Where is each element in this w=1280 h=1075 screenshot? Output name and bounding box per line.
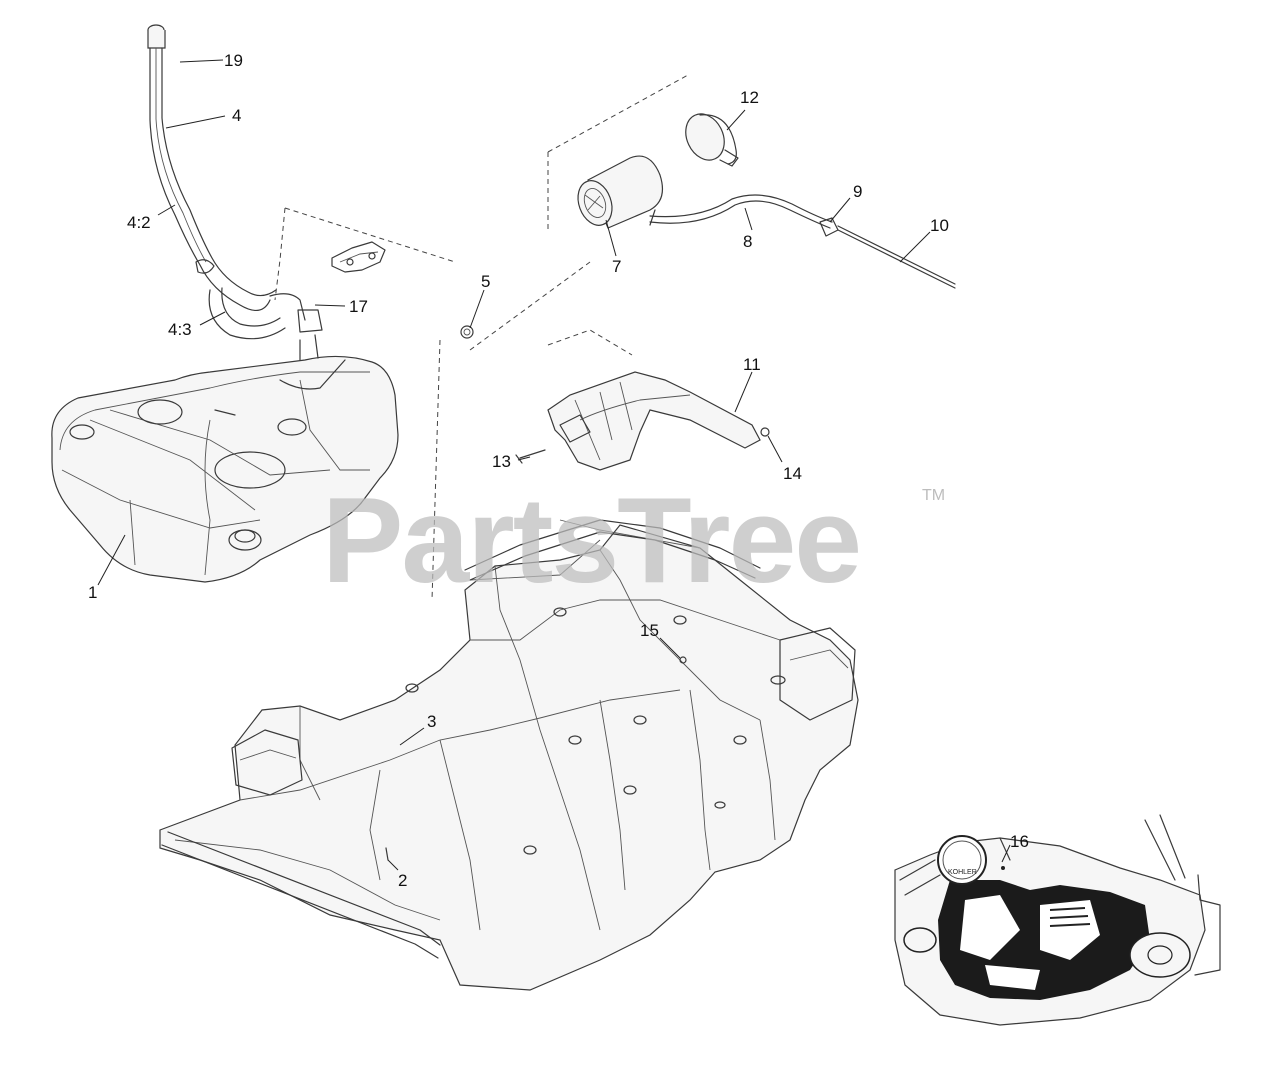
callout-17: 17 [349, 297, 368, 316]
frame-pin [385, 847, 389, 861]
canister-band [685, 113, 739, 167]
callout-14: 14 [783, 464, 802, 483]
fuel-tank [51, 309, 399, 583]
callout-10: 10 [930, 216, 949, 235]
callout-15: 15 [640, 621, 659, 640]
callout-2: 2 [398, 871, 407, 890]
callout-4-3: 4:3 [168, 320, 192, 339]
callout-13: 13 [492, 452, 511, 471]
callout-11: 11 [743, 355, 761, 374]
callout-4-2: 4:2 [127, 213, 151, 232]
callout-9: 9 [853, 182, 862, 201]
callout-16: 16 [1010, 832, 1029, 851]
callout-19: 19 [224, 51, 243, 70]
callout-8: 8 [743, 232, 752, 251]
nut [760, 427, 770, 437]
watermark-text: PartsTree [322, 472, 860, 608]
mount-bracket [547, 371, 761, 471]
callout-5: 5 [481, 272, 490, 291]
bolt [515, 449, 546, 464]
filler-neck-hose [147, 24, 306, 340]
watermark: PartsTree TM [322, 472, 945, 608]
engine-inset: KOHLER [894, 814, 1221, 1026]
callout-3: 3 [427, 712, 436, 731]
callout-12: 12 [740, 88, 759, 107]
assembly-guide-lines [274, 74, 689, 601]
callout-7: 7 [612, 257, 621, 276]
frame-nut [679, 656, 687, 664]
callout-1: 1 [88, 583, 97, 602]
chassis-frame [159, 519, 859, 991]
tank-bracket [331, 241, 386, 273]
callouts: 19 4 4:2 4:3 17 5 12 9 8 7 10 11 13 14 1… [88, 51, 1029, 890]
callout-leaders [97, 59, 1011, 871]
vent-hose [649, 194, 833, 229]
watermark-trademark: TM [922, 487, 945, 504]
engine-badge: KOHLER [948, 869, 977, 876]
grommet [460, 325, 474, 339]
charcoal-canister [577, 155, 663, 229]
callout-4: 4 [232, 106, 241, 125]
vent-line [837, 225, 956, 289]
